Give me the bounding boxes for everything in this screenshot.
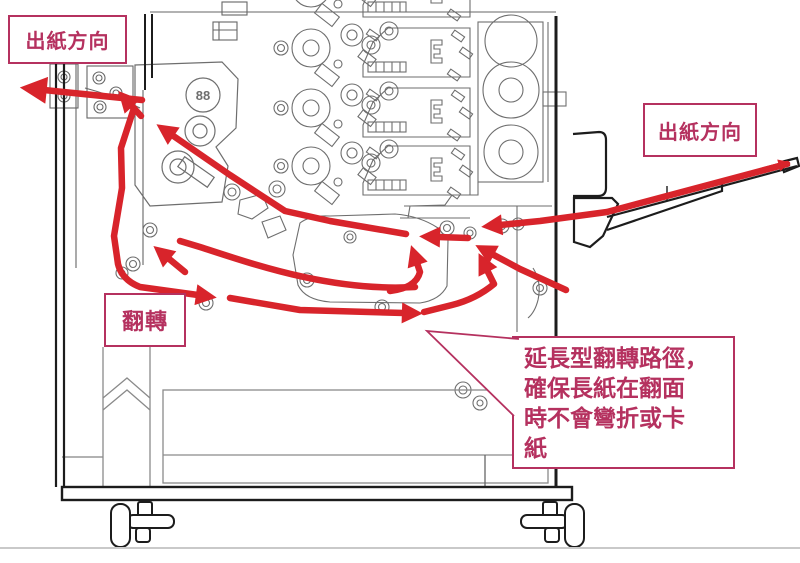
label-flip: 翻轉 <box>104 293 186 347</box>
callout-box <box>512 336 735 469</box>
label-extended-flip-path-note: 延長型翻轉路徑， 確保長紙在翻面 時不會彎折或卡 紙 <box>524 345 708 461</box>
drum-toner-units <box>273 0 474 206</box>
path-loop-top <box>176 237 419 291</box>
path-diagonal-to-exit <box>156 124 410 238</box>
label-exit-direction-right: 出紙方向 <box>643 103 757 157</box>
path-loop-right-up <box>420 253 498 316</box>
machine-frame <box>62 1 556 458</box>
paper-path <box>19 76 791 324</box>
callout-pointer <box>424 329 520 417</box>
fuser-unit: 88 <box>134 61 239 207</box>
casters <box>110 501 585 548</box>
path-gate-up <box>475 245 570 294</box>
path-loop-top-return-arrow <box>153 245 189 276</box>
label-exit-direction-top-left: 出紙方向 <box>8 15 127 64</box>
fuser-text: 88 <box>196 88 210 103</box>
path-tray-exit-tip <box>759 159 791 173</box>
path-left-vertical <box>110 104 217 306</box>
path-loop-top-up-arrow <box>386 245 428 295</box>
path-loop-bottom <box>226 294 423 324</box>
path-junction-left <box>419 226 472 248</box>
machine-edges <box>54 14 574 502</box>
toner-bottles <box>400 14 567 219</box>
callout <box>424 329 735 469</box>
path-tray-reverse <box>481 160 791 236</box>
